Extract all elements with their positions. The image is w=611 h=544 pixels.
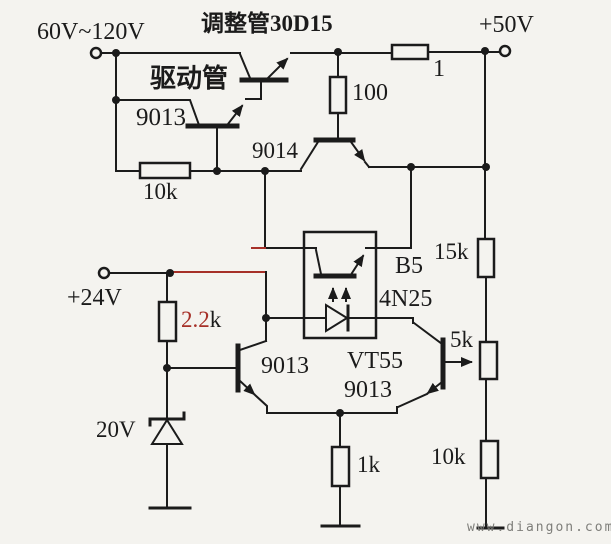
resistor-100-label: 100 [352,80,388,106]
resistor-15k [476,237,496,279]
resistor-5k-pot [478,340,499,381]
resistor-100 [328,75,348,115]
right-transistor-ref-label: VT55 [347,348,403,374]
resistor-2-2k-label: 2.2k [181,307,222,332]
emitter-lead [237,378,256,396]
resistor-15k-label: 15k [434,239,469,264]
ground-symbols [148,506,505,530]
pot-5k-label: 5k [450,327,473,352]
right-transistor-model-label: 9013 [344,377,392,403]
opto-ref-label: B5 [395,253,424,279]
opto-model-label: 4N25 [379,286,433,312]
junction-dot [213,167,221,175]
collector-lead [412,317,444,346]
optocoupler-symbol [302,230,378,340]
driver-model-label: 9013 [136,104,186,131]
comparator-9014-label: 9014 [252,138,298,163]
resistor-2-2k-unit: k [209,307,222,332]
resistor-10k-left [138,161,192,180]
left-transistor-label: 9013 [261,353,309,379]
aux-voltage-label: +24V [67,285,122,311]
wire-driver-collector [115,99,201,127]
emitter-lead [226,104,244,126]
left-comparator-transistor-symbol [235,339,268,414]
driver-transistor-label: 驱动管 [150,64,229,93]
driver-transistor-symbol [185,104,244,172]
emitter-lead [266,57,289,80]
resistor-10k-right-label: 10k [431,444,466,469]
junction-dot [336,409,344,417]
wires [100,50,501,529]
junction-dot [407,163,415,171]
input-terminal [89,46,103,60]
output-terminal [498,44,512,58]
collector-lead [299,140,320,171]
protection-transistor-symbol [299,112,371,171]
led-triangle [325,303,349,333]
resistors [138,43,500,488]
right-comparator-transistor-symbol [396,317,446,414]
emitter-joint [363,160,371,169]
junction-dots [112,47,490,417]
pass-transistor-label: 调整管30D15 [201,11,333,36]
output-voltage-label: +50V [479,12,534,38]
zener-diode-symbol [148,411,186,445]
pass-transistor-symbol [238,52,289,100]
emitter-joint [396,392,429,414]
optocoupler-box [302,230,378,340]
collector-lead [238,52,252,80]
zener-voltage-label: 20V [96,417,136,442]
junction-dot [112,49,120,57]
junction-dot [163,364,171,372]
resistor-1ohm-label: 1 [433,56,445,82]
resistor-2-2k-value: 2.2 [181,307,210,332]
collector-lead [238,339,268,352]
terminals [89,44,512,280]
junction-dot [166,269,174,277]
emitter-lead [349,140,366,162]
emitter-lead [426,380,444,395]
resistor-10k-left-label: 10k [143,179,178,204]
resistor-1ohm [390,43,430,61]
junction-dot [482,163,490,171]
resistor-1k [330,445,351,488]
watermark: www.diangon.com [467,520,611,535]
junction-dot [262,314,270,322]
resistor-10k-right [479,439,500,480]
base-lead [245,81,262,100]
junction-dot [112,96,120,104]
junction-dot [334,48,342,56]
resistor-2-2k [157,300,178,343]
resistor-1k-label: 1k [357,452,380,477]
emitter-joint [253,393,268,414]
photo-collector-lead [314,248,323,276]
input-voltage-label: 60V~120V [37,19,145,45]
photo-emitter-lead [350,254,365,275]
junction-dot [481,47,489,55]
junction-dot [261,167,269,175]
aux-terminal [97,266,111,280]
zener-triangle [150,418,184,445]
